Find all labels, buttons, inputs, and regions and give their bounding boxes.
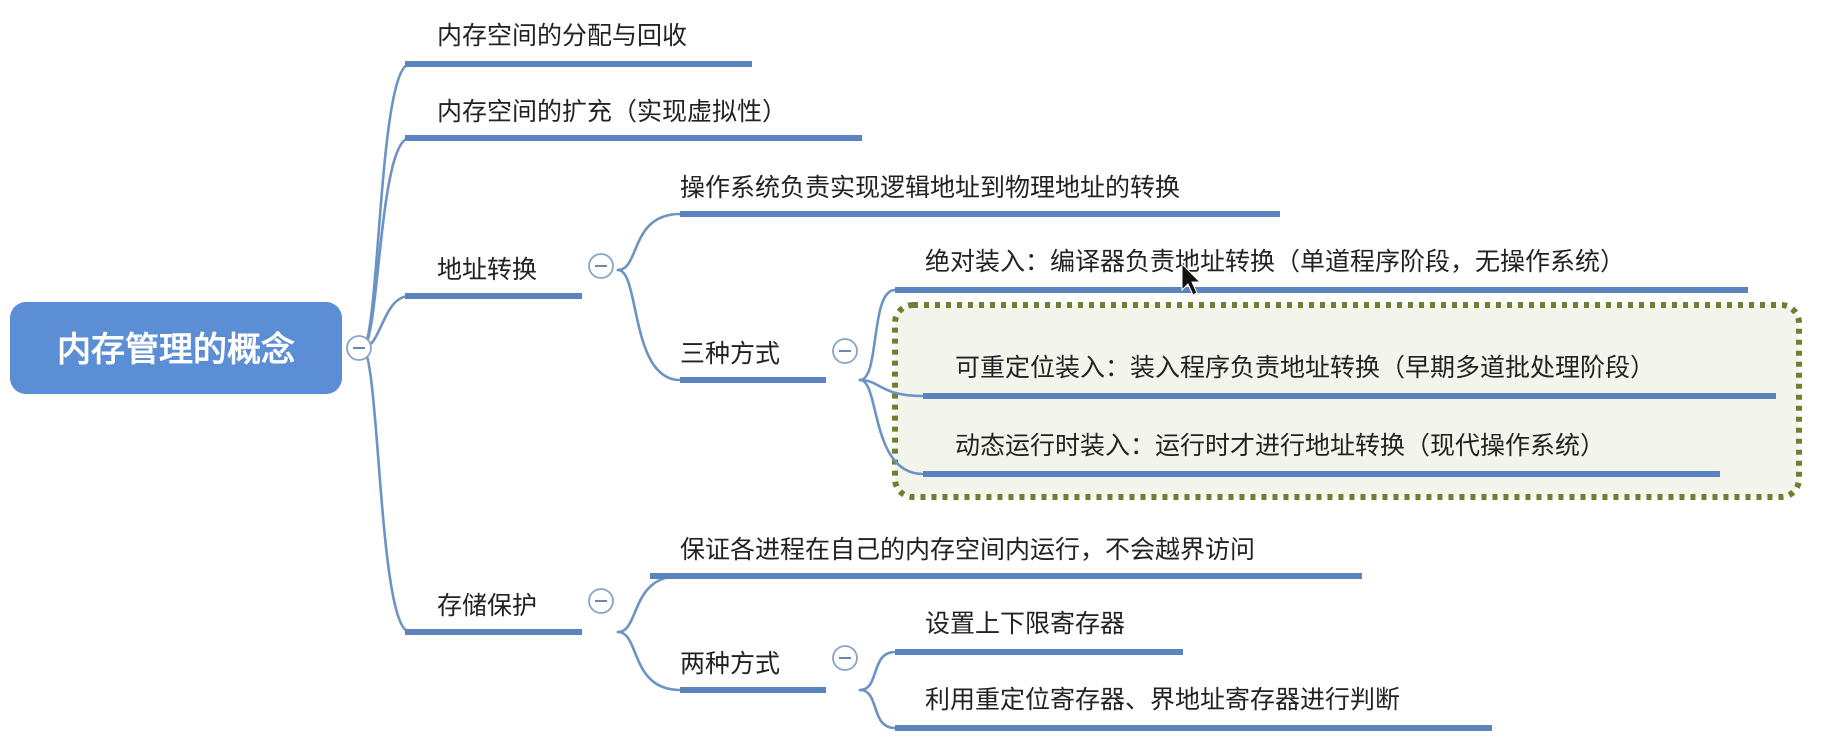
branch-root-to-expand xyxy=(360,136,412,350)
collapse-icon[interactable] xyxy=(832,338,858,364)
branch-protect-to-duty xyxy=(616,574,682,634)
node-protect-methods[interactable]: 两种方式 xyxy=(680,649,780,678)
collapse-icon[interactable] xyxy=(588,588,614,614)
branch-protect-to-methods xyxy=(616,630,682,692)
node-protect[interactable]: 存储保护 xyxy=(437,591,537,620)
node-addr[interactable]: 地址转换 xyxy=(437,255,537,284)
branch-root-to-protect xyxy=(360,346,412,634)
node-alloc[interactable]: 内存空间的分配与回收 xyxy=(437,21,687,50)
collapse-icon[interactable] xyxy=(346,335,372,361)
node-protect-duty[interactable]: 保证各进程在自己的内存空间内运行，不会越界访问 xyxy=(680,535,1255,564)
root-node-box[interactable] xyxy=(10,302,342,394)
highlight-region xyxy=(892,302,1802,500)
node-addr-duty[interactable]: 操作系统负责实现逻辑地址到物理地址的转换 xyxy=(680,173,1180,202)
node-method-absolute[interactable]: 绝对装入：编译器负责地址转换（单道程序阶段，无操作系统） xyxy=(925,247,1625,276)
branch-pmethods-to-relocation xyxy=(858,688,897,730)
node-expand[interactable]: 内存空间的扩充（实现虚拟性） xyxy=(437,97,787,126)
node-pmethod-relocation[interactable]: 利用重定位寄存器、界地址寄存器进行判断 xyxy=(925,685,1400,714)
branch-methods-to-relocatable xyxy=(858,378,925,398)
collapse-icon[interactable] xyxy=(588,253,614,279)
node-pmethod-bounds[interactable]: 设置上下限寄存器 xyxy=(925,609,1125,638)
branch-methods-to-dynamic xyxy=(858,378,925,476)
collapse-icon[interactable] xyxy=(832,645,858,671)
root-node-label: 内存管理的概念 xyxy=(57,330,295,370)
node-method-relocatable[interactable]: 可重定位装入：装入程序负责地址转换（早期多道批处理阶段） xyxy=(955,353,1655,382)
mouse-cursor-icon xyxy=(1181,262,1202,296)
branch-addr-to-methods xyxy=(616,268,682,382)
node-method-dynamic[interactable]: 动态运行时装入：运行时才进行地址转换（现代操作系统） xyxy=(955,431,1605,460)
branch-methods-to-absolute xyxy=(858,288,897,382)
node-addr-methods[interactable]: 三种方式 xyxy=(680,339,780,368)
branch-addr-to-duty xyxy=(616,212,682,272)
root-node[interactable]: 内存管理的概念 xyxy=(10,302,342,394)
branch-pmethods-to-bounds xyxy=(858,650,897,692)
